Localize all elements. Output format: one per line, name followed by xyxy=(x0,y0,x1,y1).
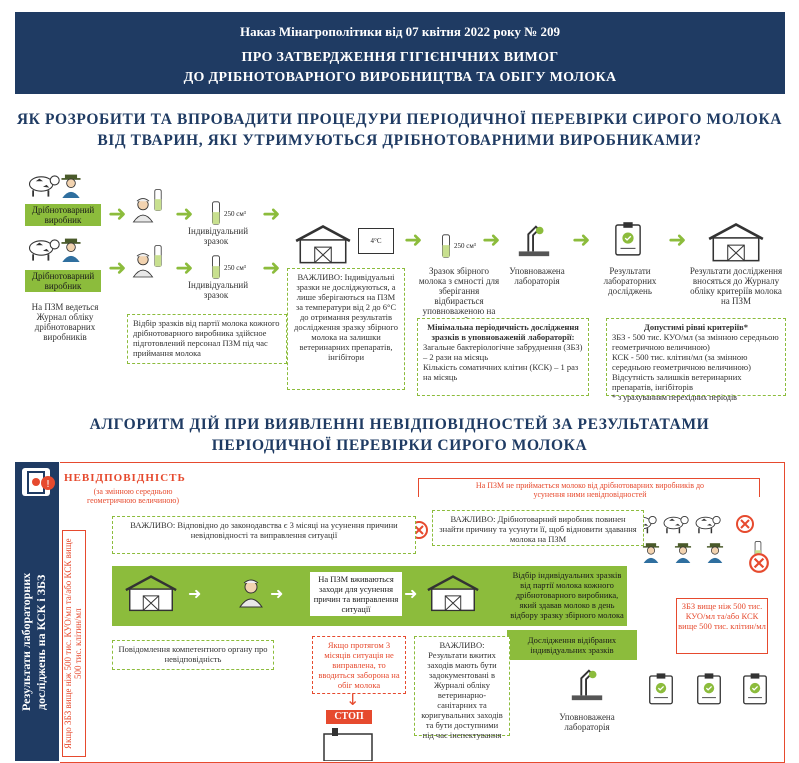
collection-point-barn-icon xyxy=(122,572,180,612)
milk-can-icon xyxy=(152,244,164,268)
important-producer-box: ВАЖЛИВО: Дрібнотоварний виробник повинен… xyxy=(432,510,644,546)
pooled-sample-label: Зразок збірного молока з ємності для збе… xyxy=(418,266,500,326)
sampling-note-box: Відбір зразків від партії молока кожного… xyxy=(127,314,287,364)
nonconformity-label: НЕВІДПОВІДНІСТЬ xyxy=(64,472,186,484)
farmer-icon xyxy=(704,540,726,564)
arrow-right-icon: ➜ xyxy=(108,256,127,281)
results-clipboard-icon xyxy=(648,672,674,706)
section1-title-line2: ВІД ТВАРИН, ЯКІ УТРИМУЮТЬСЯ ДРІБНОТОВАРН… xyxy=(97,132,702,149)
inspector-icon xyxy=(236,572,266,612)
section1-title-line1: ЯК РОЗРОБИТИ ТА ВПРОВАДИТИ ПРОЦЕДУРИ ПЕР… xyxy=(16,111,783,128)
arrow-right-icon: ➜ xyxy=(404,228,423,253)
document-header: Наказ Мінагрополітики від 07 квітня 2022… xyxy=(15,12,785,94)
min-frequency-box: Мінімальна періодичність дослідження зра… xyxy=(417,318,589,396)
research-band: Дослідження відібраних індивідуальних зр… xyxy=(507,630,637,660)
arrow-right-icon: ➜ xyxy=(175,202,194,227)
journal-note: На ПЗМ ведеться Журнал обліку дрібнотова… xyxy=(31,302,99,342)
cow-icon xyxy=(25,234,61,262)
farmer-icon xyxy=(58,234,84,264)
arrow-right-icon: ➜ xyxy=(108,202,127,227)
criteria-box: Допустимі рівні критеріїв* ЗБЗ - 500 тис… xyxy=(606,318,786,396)
individual-sample-label-1: Індивідуальний зразок xyxy=(188,226,249,246)
important-three-months-box: ВАЖЛИВО: Відповідно до законодавства є 3… xyxy=(112,516,416,554)
lab-label-1: Уповноважена лабораторія xyxy=(509,266,565,286)
top-red-note: На ПЗМ не приймається молоко від дрібнот… xyxy=(470,481,710,499)
sample-tube-icon xyxy=(210,254,222,280)
criteria-title: Допустимі рівні критеріїв* xyxy=(644,322,748,332)
results-clipboard-icon xyxy=(614,220,642,258)
lab-label-2: Уповноважена лабораторія xyxy=(559,712,615,732)
feedback-line xyxy=(418,478,760,497)
arrow-right-icon: ➜ xyxy=(482,228,501,253)
header-title-line1: ПРО ЗАТВЕРДЖЕННЯ ГІГІЄНІЧНИХ ВИМОГ xyxy=(241,50,559,65)
min-frequency-item: Загальне бактеріологічне забруднення (ЗБ… xyxy=(423,342,583,362)
criteria-item: ЗБЗ - 500 тис. КУО/мл (за змінною середн… xyxy=(612,332,779,352)
side-red-text: Якщо ЗБЗ вище ніж 500 тис. КУО/мл та/або… xyxy=(63,538,83,749)
arrow-right-icon: ➜ xyxy=(262,256,281,281)
side-bar: Результати лабораторних досліджень на КС… xyxy=(15,462,59,761)
min-frequency-item: Кількість соматичних клітин (КСК) – 1 ра… xyxy=(423,362,579,382)
farmer-icon xyxy=(58,170,84,200)
results-journal-label: Результати дослідження вносяться до Журн… xyxy=(689,266,783,306)
fridge-temperature: 4°C xyxy=(370,237,382,245)
section2-title: АЛГОРИТМ ДІЙ ПРИ ВИЯВЛЕННІ НЕВІДПОВІДНОС… xyxy=(0,414,799,456)
right-red-condition: ЗБЗ вище ніж 500 тис. КУО/мл та/або КСК … xyxy=(676,598,768,654)
important-documentation-box: ВАЖЛИВО: Результати вжитих заходів мають… xyxy=(414,636,510,740)
laboratory-icon xyxy=(568,664,606,704)
milk-can-icon xyxy=(152,188,164,212)
section1-title: ЯК РОЗРОБИТИ ТА ВПРОВАДИТИ ПРОЦЕДУРИ ПЕР… xyxy=(0,109,799,151)
cow-icon xyxy=(660,512,690,534)
results-clipboard-icon xyxy=(742,672,768,706)
side-bar-title: Результати лабораторних досліджень на КС… xyxy=(19,572,48,712)
blocked-icon xyxy=(735,514,755,534)
results-label: Результати лабораторних досліджень xyxy=(603,266,657,296)
producer-label-1: Дрібнотоварний виробник xyxy=(25,204,101,226)
sample-volume: 250 см³ xyxy=(224,264,246,272)
min-frequency-title: Мінімальна періодичність дослідження зра… xyxy=(427,322,579,342)
sample-tube-icon xyxy=(210,200,222,226)
sample-tube-icon xyxy=(440,233,452,259)
fridge-icon: 4°C xyxy=(358,228,394,254)
criteria-item: КСК - 500 тис. клітин/мл (за змінною сер… xyxy=(612,352,751,372)
section2-title-line1: АЛГОРИТМ ДІЙ ПРИ ВИЯВЛЕННІ НЕВІДПОВІДНОС… xyxy=(89,416,710,433)
collection-point-barn-icon xyxy=(292,222,354,264)
three-months-ban-box: Якщо протягом 3 місяців ситуація не випр… xyxy=(312,636,406,694)
individual-sample-label-2: Індивідуальний зразок xyxy=(188,280,249,300)
footnote: * з урахуванням перехідних періодів xyxy=(612,393,737,402)
sample-volume: 250 см³ xyxy=(454,242,476,250)
arrow-right-icon: ➜ xyxy=(188,586,202,603)
blocked-icon xyxy=(748,552,770,574)
farmer-icon xyxy=(672,540,694,564)
sample-volume: 250 см³ xyxy=(224,210,246,218)
results-clipboard-icon xyxy=(696,672,722,706)
section2-title-line2: ПЕРІОДИЧНОЇ ПЕРЕВІРКИ СИРОГО МОЛОКА xyxy=(211,437,588,454)
stop-label: СТОП xyxy=(326,710,372,724)
collection-point-barn-icon xyxy=(424,572,482,612)
important-storage-box: ВАЖЛИВО: Індивідуальні зразки не дослідж… xyxy=(287,268,405,390)
laboratory-icon xyxy=(515,220,553,260)
arrow-down-icon: ↓ xyxy=(346,690,360,709)
side-red-condition: Якщо ЗБЗ вище ніж 500 тис. КУО/мл та/або… xyxy=(62,530,86,757)
criteria-item: Відсутність залишків ветеринарних препар… xyxy=(612,372,742,392)
nonconformity-subtitle: (за змінною середньою геометричною велич… xyxy=(86,487,180,505)
notify-box: Повідомлення компетентного органу про не… xyxy=(112,640,274,670)
arrow-right-icon: ➜ xyxy=(270,586,284,603)
measures-label: На ПЗМ вживаються заходи для усунення пр… xyxy=(310,572,402,616)
arrow-right-icon: ➜ xyxy=(175,256,194,281)
arrow-right-icon: ➜ xyxy=(668,228,687,253)
header-title-line2: ДО ДРІБНОТОВАРНОГО ВИРОБНИЦТВА ТА ОБІГУ … xyxy=(183,70,617,85)
cow-icon xyxy=(25,170,61,198)
collection-point-barn-icon xyxy=(705,220,767,262)
arrow-right-icon: ➜ xyxy=(262,202,281,227)
cow-icon xyxy=(692,512,722,534)
factory-icon xyxy=(323,728,373,761)
svg-text:!: ! xyxy=(46,479,50,490)
selection-label: Відбір індивідуальних зразків від партії… xyxy=(510,570,624,620)
order-reference: Наказ Мінагрополітики від 07 квітня 2022… xyxy=(239,24,561,39)
research-label: Дослідження відібраних індивідуальних зр… xyxy=(527,635,617,655)
producer-label-2: Дрібнотоварний виробник xyxy=(25,270,101,292)
arrow-right-icon: ➜ xyxy=(404,586,418,603)
alert-icon: ! xyxy=(41,476,55,490)
arrow-right-icon: ➜ xyxy=(572,228,591,253)
